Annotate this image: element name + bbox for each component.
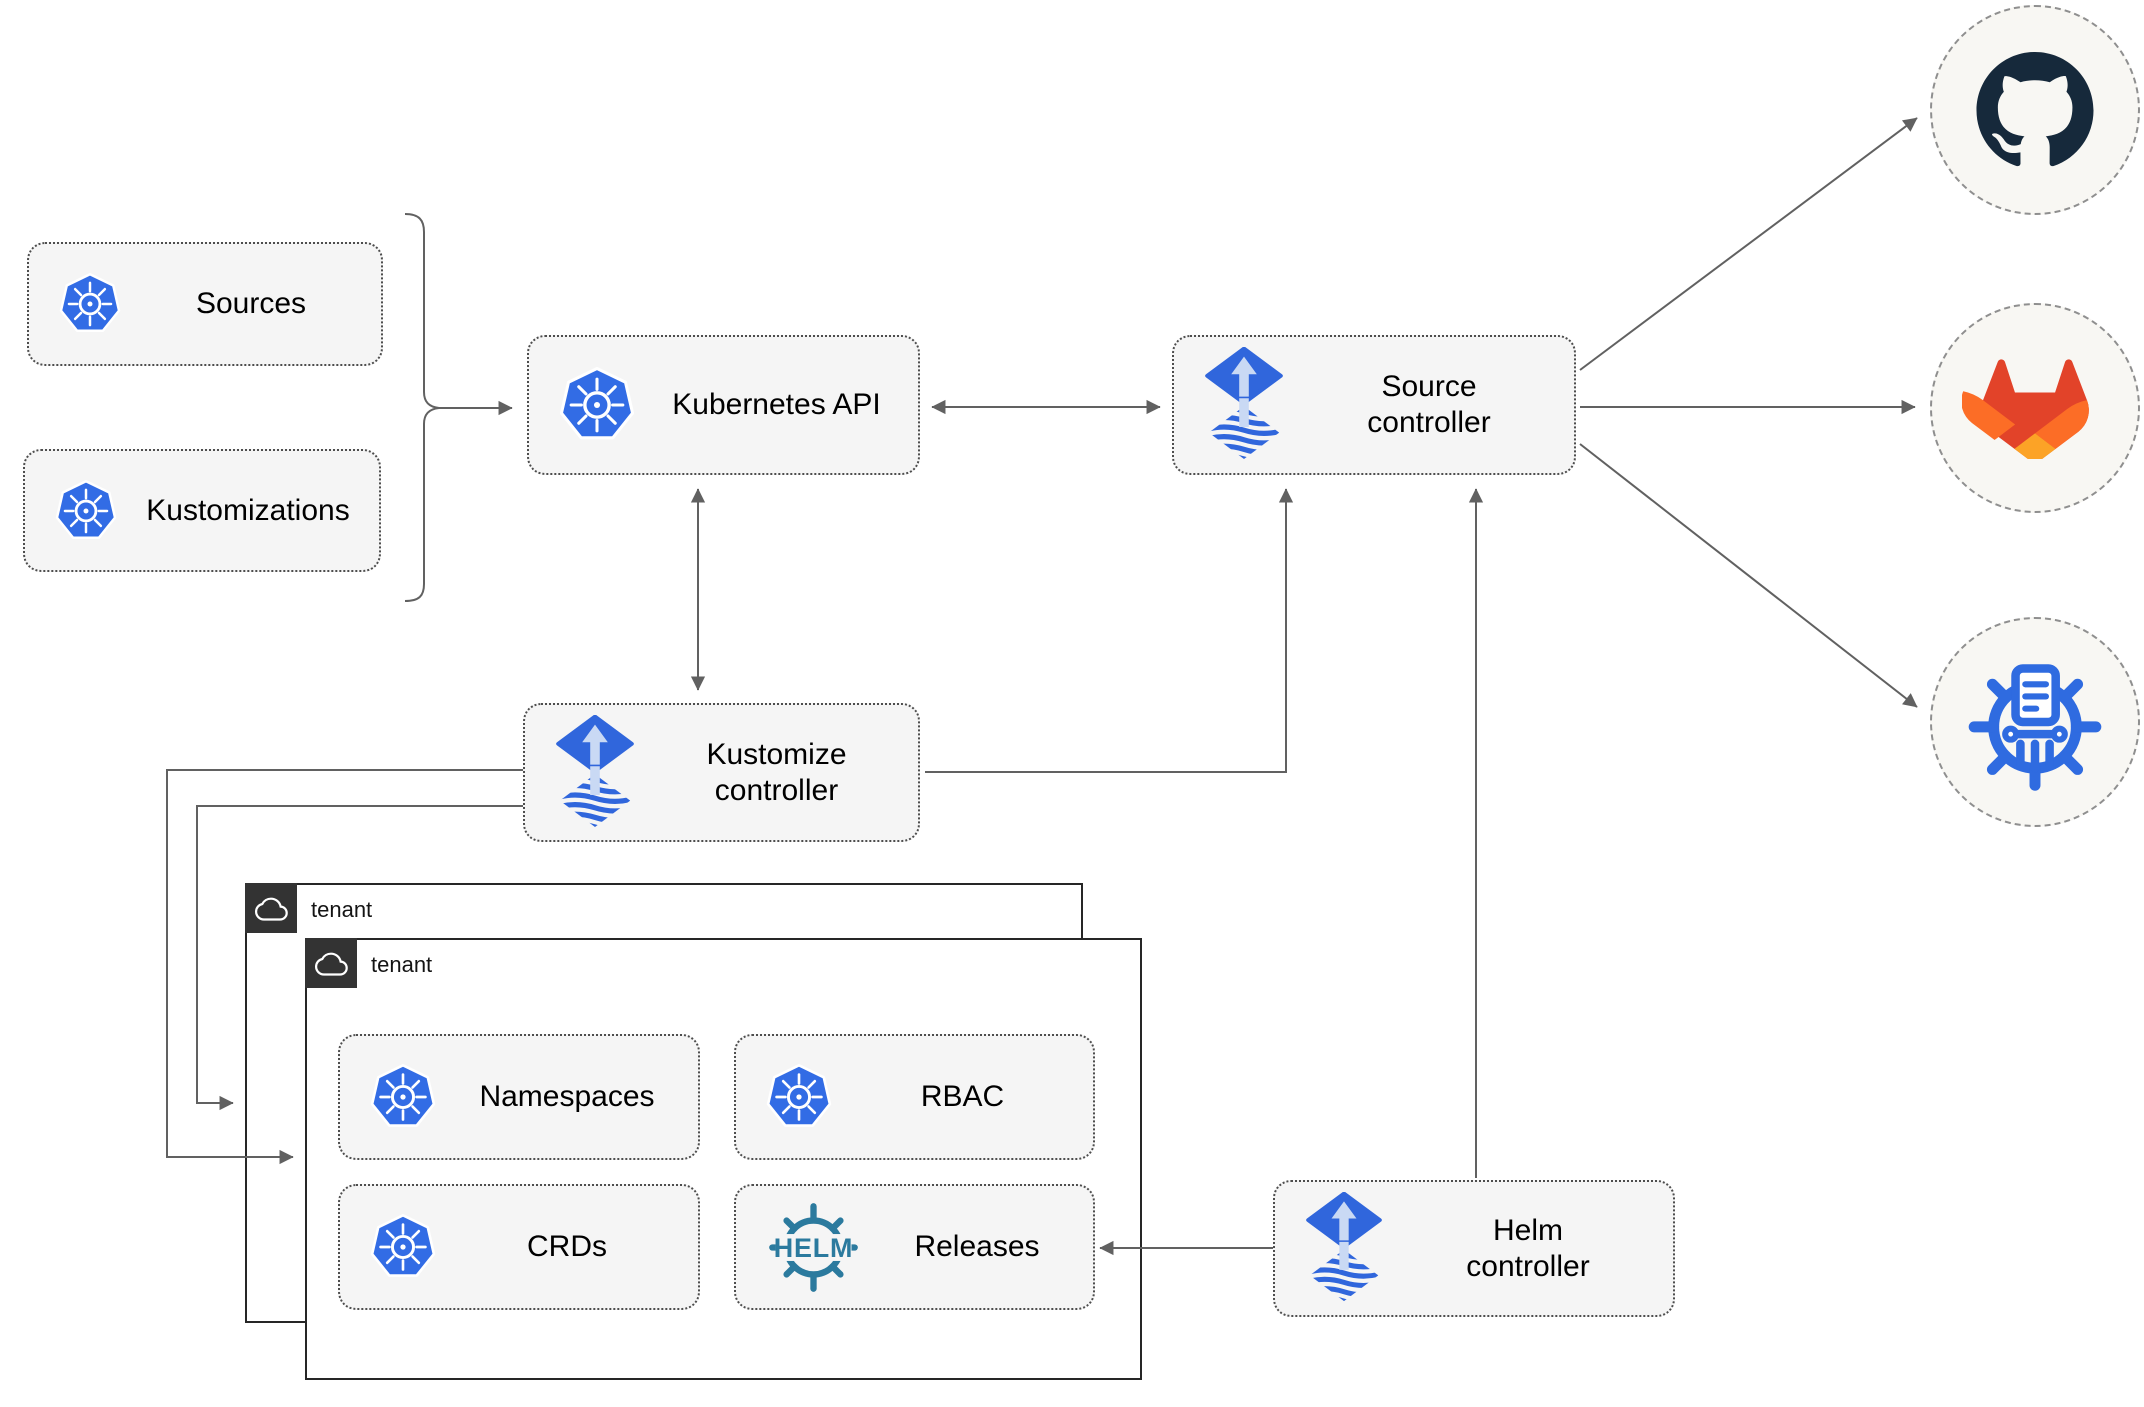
- connector-source-controller-to-chartmuseum: [1579, 443, 1918, 708]
- helm-logo-icon: [766, 1200, 861, 1295]
- kubernetes-icon: [370, 1214, 436, 1280]
- node-sources: Sources: [27, 242, 383, 366]
- kubernetes-icon: [766, 1064, 832, 1130]
- remote-gitlab: [1930, 303, 2140, 513]
- node-crds-label: CRDs: [527, 1230, 607, 1263]
- tenant-back-label: tenant: [311, 897, 373, 922]
- node-namespaces-label: Namespaces: [479, 1080, 655, 1113]
- node-helm-controller-label: Helm controller: [1466, 1213, 1590, 1283]
- flux-icon: [1305, 1192, 1383, 1305]
- node-kubernetes-api: Kubernetes API: [527, 335, 920, 475]
- remote-github: [1930, 5, 2140, 215]
- node-releases-label: Releases: [914, 1230, 1040, 1263]
- node-source-controller-label: Source controller: [1367, 370, 1491, 439]
- cloud-icon: [314, 951, 348, 976]
- node-kubernetes-api-label: Kubernetes API: [672, 388, 881, 421]
- node-kustomize-controller: Kustomize controller: [523, 703, 920, 842]
- cloud-icon: [254, 896, 288, 921]
- node-helm-controller: Helm controller: [1273, 1180, 1675, 1317]
- node-source-controller: Source controller: [1172, 335, 1576, 475]
- chartmuseum-icon: [1962, 649, 2108, 795]
- node-kustomize-controller-label: Kustomize controller: [706, 737, 847, 807]
- github-icon: [1976, 51, 2094, 166]
- node-kustomizations-label: Kustomizations: [146, 493, 350, 527]
- node-kustomizations: Kustomizations: [23, 449, 381, 572]
- kubernetes-icon: [370, 1064, 436, 1130]
- gitlab-icon: [1962, 358, 2089, 459]
- node-namespaces: Namespaces: [338, 1034, 700, 1160]
- kubernetes-icon: [559, 367, 635, 443]
- node-rbac-label: RBAC: [920, 1080, 1005, 1113]
- node-crds: CRDs: [338, 1184, 700, 1310]
- kubernetes-icon: [59, 273, 121, 335]
- bracket-sources-kustomizations: [404, 213, 440, 602]
- flux-icon: [555, 715, 635, 831]
- flux-icon: [1204, 347, 1284, 463]
- connector-source-controller-to-github: [1579, 117, 1918, 371]
- kubernetes-icon: [55, 480, 117, 542]
- tenant-back-tab: [245, 883, 297, 933]
- remote-chartmuseum: [1930, 617, 2140, 827]
- connector-kustomize-to-source-controller: [925, 488, 1294, 773]
- tenant-front-label: tenant: [371, 952, 433, 977]
- node-rbac: RBAC: [734, 1034, 1095, 1160]
- node-sources-label: Sources: [195, 287, 307, 320]
- node-releases: Releases: [734, 1184, 1095, 1310]
- tenant-front-tab: [305, 938, 357, 988]
